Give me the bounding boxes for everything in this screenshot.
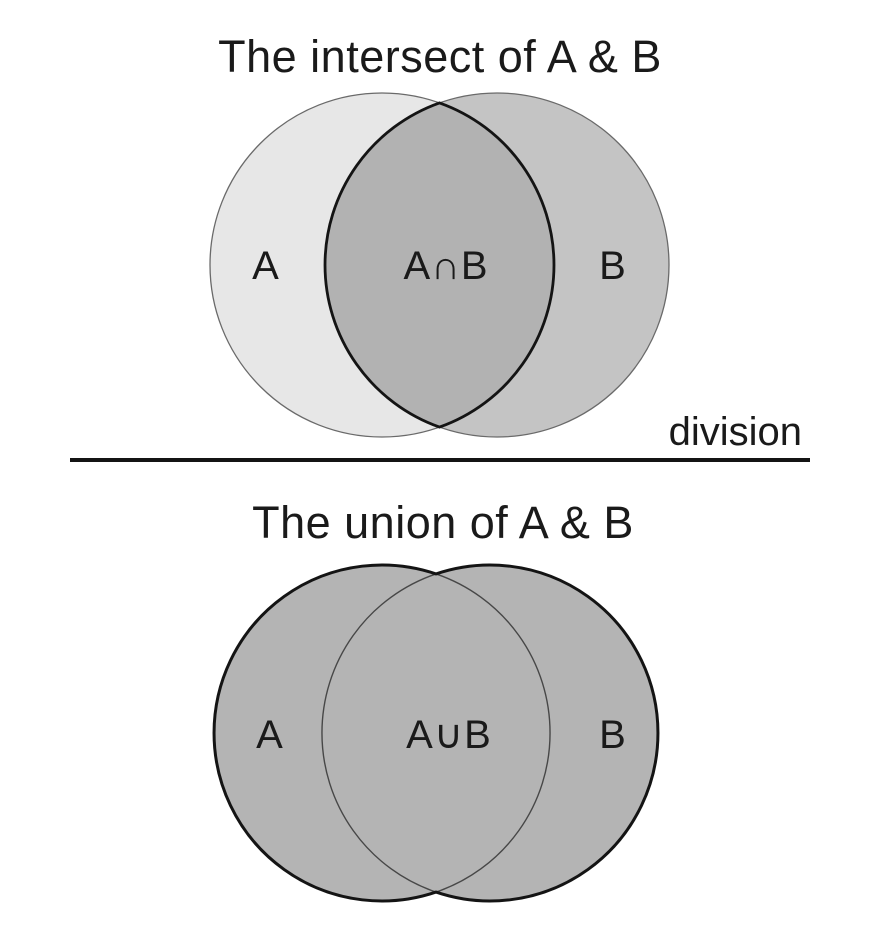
- set-a-label-top: A: [252, 244, 280, 288]
- union-label: A∪B: [406, 713, 492, 757]
- set-b-label-bottom: B: [599, 713, 627, 757]
- division-label: division: [669, 410, 802, 454]
- set-a-label-bottom: A: [256, 713, 284, 757]
- intersect-diagram-title: The intersect of A & B: [218, 31, 662, 82]
- set-b-label-top: B: [599, 244, 627, 288]
- union-outer-outline: [212, 563, 660, 903]
- set-b-circle-bottom: [322, 565, 658, 901]
- intersection-lens-shape: [323, 101, 556, 429]
- intersection-label: A∩B: [403, 244, 488, 288]
- union-diagram-title: The union of A & B: [252, 497, 634, 548]
